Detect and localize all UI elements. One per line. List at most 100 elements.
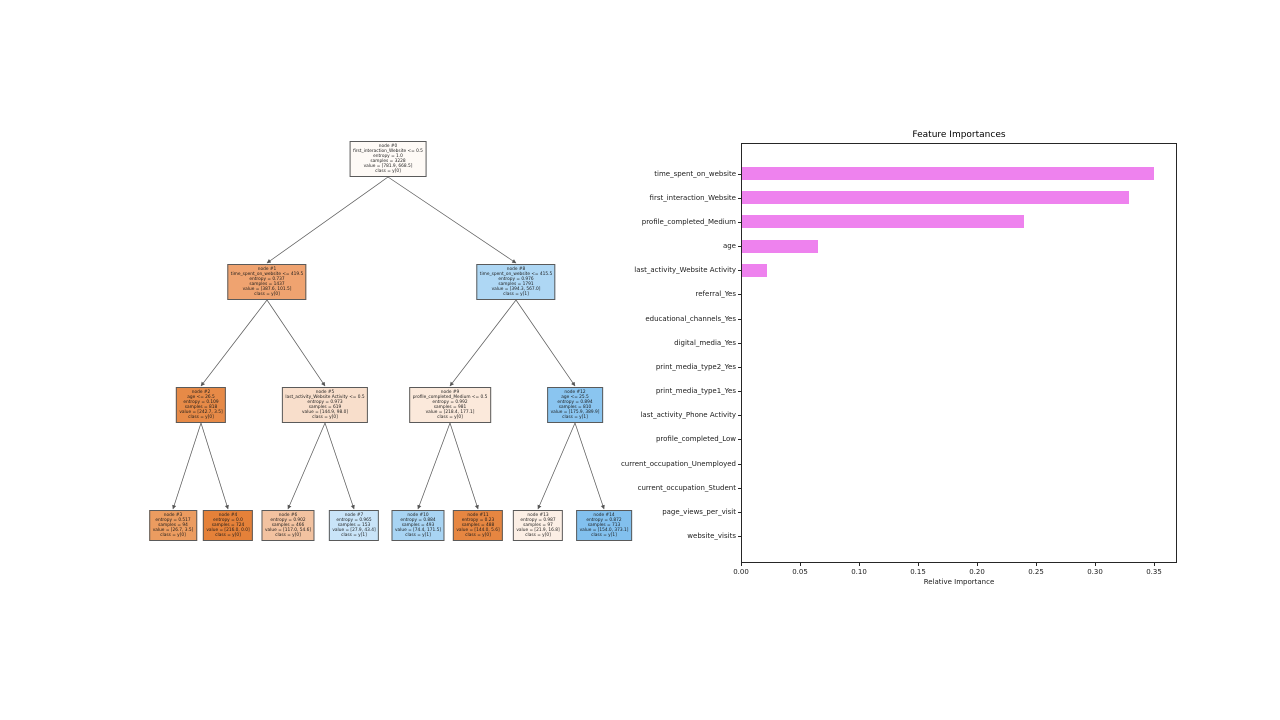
tree-node-line: entropy = 0.976 [498,276,534,282]
ytick-label-1: first_interaction_Website [649,193,736,202]
ytick-mark [738,173,741,175]
ytick-mark [738,342,741,344]
chart-title: Feature Importances [912,130,1006,140]
tree-node-line: entropy = 0.987 [520,517,556,523]
tree-node-line: entropy = 0.109 [183,399,219,405]
tree-node-line: value = [387.6, 101.5] [242,287,292,293]
ytick-label-2: profile_completed_Medium [641,217,736,226]
tree-node-line: time_spent_on_website <= 419.5 [230,271,304,277]
bar-last_activity_Website Activity [742,263,767,277]
tree-edge-9-10 [417,422,451,510]
tree-node-line: value = [144.9, 98.0] [301,410,349,416]
xtick-label-0: 0.00 [733,568,749,576]
xtick-mark [918,563,919,566]
ytick-mark [738,536,741,538]
ytick-label-9: print_media_type1_Yes [655,387,736,396]
tree-node-line: age <= 26.5 [187,394,215,400]
tree-node-line: class = y[0] [160,533,186,539]
tree-node-line: samples = 818 [184,404,218,410]
tree-node-line: entropy = 0.902 [270,517,306,523]
tree-node-line: node #12 [564,389,586,395]
tree-node-line: class = y[0] [375,169,401,175]
tree-node-line: samples = 1437 [249,281,285,287]
tree-node-line: last_activity_Website Activity <= 0.5 [285,394,365,400]
ytick-label-10: last_activity_Phone Activity [640,411,736,420]
tree-node-line: node #3 [163,512,183,518]
tree-node-line: class = y[0] [437,415,463,421]
tree-node-line: samples = 3228 [370,158,406,164]
tree-node-line: entropy = 0.973 [307,399,343,405]
tree-edge-8-9 [449,299,517,387]
ytick-mark [738,294,741,296]
ytick-mark [738,511,741,513]
tree-node-line: class = y[0] [215,533,241,539]
tree-node-line: class = y[0] [525,533,551,539]
tree-node-line: samples = 488 [461,522,495,528]
ytick-label-12: current_occupation_Unemployed [620,459,736,468]
tree-node-line: samples = 619 [308,404,342,410]
tree-edge-1-2 [200,299,268,387]
tree-node-line: age <= 25.5 [561,394,589,400]
ytick-mark [738,391,741,393]
ytick-label-8: print_media_type2_Yes [655,362,736,371]
ytick-label-7: digital_media_Yes [674,338,736,347]
xtick-label-7: 0.35 [1146,568,1162,576]
ytick-label-11: profile_completed_Low [655,435,736,444]
tree-node-line: samples = 724 [211,522,245,528]
ytick-label-15: website_visits [687,532,736,541]
tree-node-line: class = y[1] [405,533,431,539]
ytick-label-14: page_views_per_visit [662,507,736,516]
xtick-label-2: 0.10 [851,568,867,576]
tree-node-line: node #14 [593,512,615,518]
ytick-label-13: current_occupation_Student [637,483,736,492]
tree-edge-5-7 [324,422,355,510]
ytick-mark [738,415,741,417]
tree-node-line: node #10 [407,512,429,518]
tree-node-line: class = y[0] [465,533,491,539]
ytick-mark [738,487,741,489]
bar-time_spent_on_website [742,167,1154,180]
xtick-mark [1036,563,1037,566]
tree-node-line: node #7 [344,512,364,518]
tree-node-line: entropy = 0.992 [432,399,468,405]
xtick-label-1: 0.05 [792,568,808,576]
xtick-mark [859,563,860,566]
ytick-mark [738,318,741,320]
ytick-label-3: age [722,242,736,250]
xtick-mark [1095,563,1096,566]
tree-node-line: node #2 [191,389,211,395]
tree-node-line: class = y[1] [341,533,367,539]
tree-node-line: first_interaction_Website <= 0.5 [353,148,423,154]
tree-node-line: samples = 981 [433,404,467,410]
tree-node-line: class = y[1] [591,533,617,539]
tree-node-line: node #1 [257,266,277,272]
tree-edge-0-1 [266,176,389,264]
tree-node-line: value = [154.0, 373.1] [579,527,629,533]
tree-node-line: node #13 [527,512,549,518]
ytick-label-4: last_activity_Website Activity [634,266,736,275]
tree-edge-9-11 [449,422,479,510]
tree-edge-2-4 [200,422,229,510]
xtick-mark [1154,563,1155,566]
tree-node-line: entropy = 1.0 [373,153,403,159]
tree-node-line: class = y[0] [188,415,214,421]
tree-node-line: samples = 153 [337,522,371,528]
tree-node-line: class = y[0] [312,415,338,421]
tree-node-line: value = [27.9, 43.4] [332,527,376,533]
tree-edge-0-8 [387,176,517,264]
ytick-mark [738,463,741,465]
bar-age [742,239,818,253]
tree-node-line: class = y[1] [562,415,588,421]
tree-node-line: value = [74.4, 171.5] [394,527,442,533]
tree-node-line: class = y[0] [254,292,280,298]
tree-node-line: entropy = 0.23 [461,517,495,523]
